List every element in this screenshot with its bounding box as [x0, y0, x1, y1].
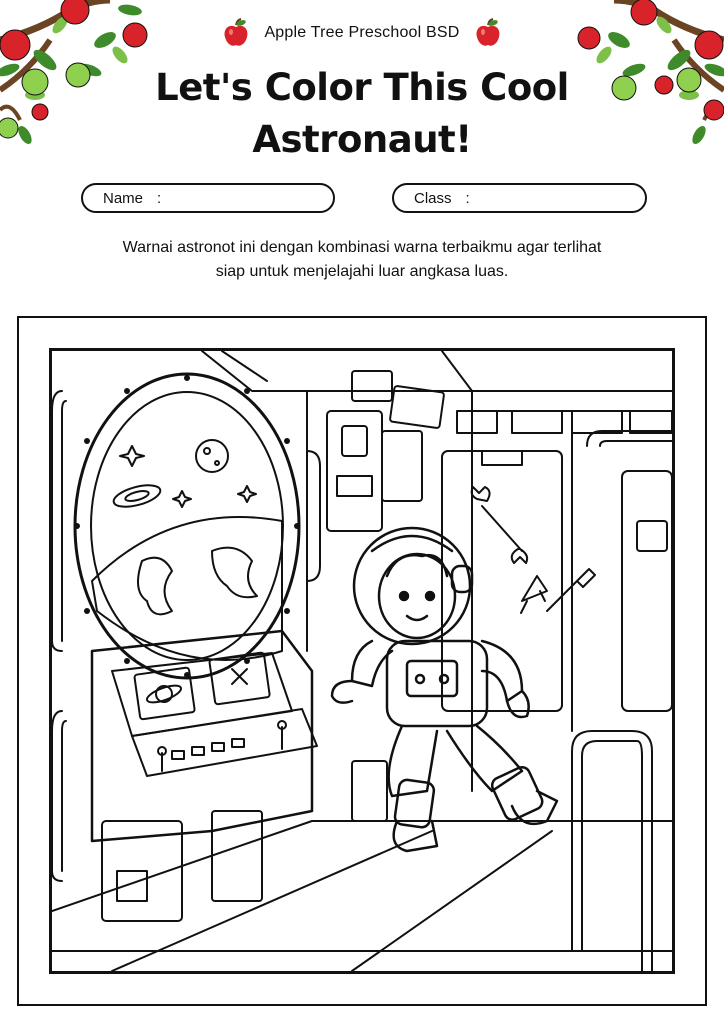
- title-line-1: Let's Color This Cool: [155, 66, 569, 109]
- coloring-frame-inner: [49, 348, 675, 974]
- instructions-line-2: siap untuk menjelajahi luar angkasa luas…: [215, 263, 509, 280]
- class-label: Class: [414, 189, 452, 207]
- instructions: Warnai astronot ini dengan kombinasi war…: [40, 236, 684, 284]
- name-label: Name: [103, 189, 144, 207]
- school-name: Apple Tree Preschool BSD: [264, 24, 460, 41]
- instructions-line-1: Warnai astronot ini dengan kombinasi war…: [122, 239, 602, 256]
- name-field[interactable]: Name :: [81, 183, 335, 213]
- class-field[interactable]: Class :: [392, 183, 647, 213]
- name-colon: :: [157, 189, 162, 207]
- astronaut-coloring-illustration: [52, 351, 672, 971]
- title-line-2: Astronaut!: [252, 118, 472, 161]
- page-title: Let's Color This Cool Astronaut!: [0, 62, 724, 166]
- coloring-frame-outer: [17, 316, 707, 1006]
- apple-icon: [476, 18, 500, 46]
- apple-tree-corner-right: [577, 0, 724, 145]
- school-header: Apple Tree Preschool BSD: [0, 18, 724, 48]
- class-colon: :: [465, 189, 470, 207]
- apple-icon: [224, 18, 248, 46]
- apple-tree-corner-left: [0, 0, 148, 145]
